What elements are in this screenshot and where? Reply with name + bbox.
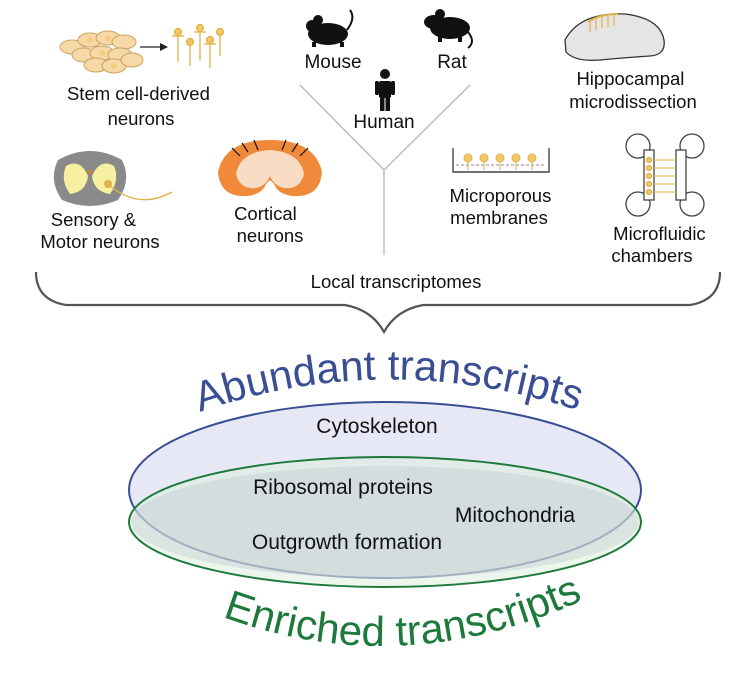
stem-cell-label: Stem cell-derived neurons [67, 83, 215, 129]
outgrowth-formation-label: Outgrowth formation [252, 531, 442, 554]
human-icon [375, 69, 395, 111]
human-label: Human [353, 112, 414, 133]
ribosomal-proteins-label: Ribosomal proteins [253, 476, 433, 499]
microporous-label: Microporous membranes [450, 185, 557, 228]
hippocampal-icon [564, 13, 665, 61]
cortical-label: Cortical neurons [234, 203, 303, 246]
microfluidic-icon [625, 133, 705, 217]
rat-icon [424, 9, 473, 49]
overlap-shade [131, 466, 639, 578]
arrow-icon [140, 43, 168, 51]
cortex-icon [218, 139, 322, 197]
hippocampal-label: Hippocampal microdissection [569, 68, 697, 112]
rat-label: Rat [437, 52, 467, 73]
differentiated-neurons-icon [172, 23, 225, 68]
microfluidic-label: Microfluidic chambers [611, 223, 710, 266]
stem-cell-icon [59, 30, 144, 74]
mouse-icon [306, 9, 354, 47]
mitochondria-label: Mitochondria [455, 504, 576, 527]
cytoskeleton-label: Cytoskeleton [316, 415, 437, 438]
mouse-label: Mouse [304, 52, 361, 73]
enriched-ellipse [128, 456, 642, 588]
curly-brace [34, 271, 722, 335]
sensory-motor-label: Sensory & Motor neurons [40, 209, 159, 252]
local-transcriptomes-label: Local transcriptomes [311, 271, 482, 292]
microporous-icon [452, 148, 550, 173]
spinal-cord-icon [53, 151, 173, 206]
y-connector [299, 84, 471, 255]
